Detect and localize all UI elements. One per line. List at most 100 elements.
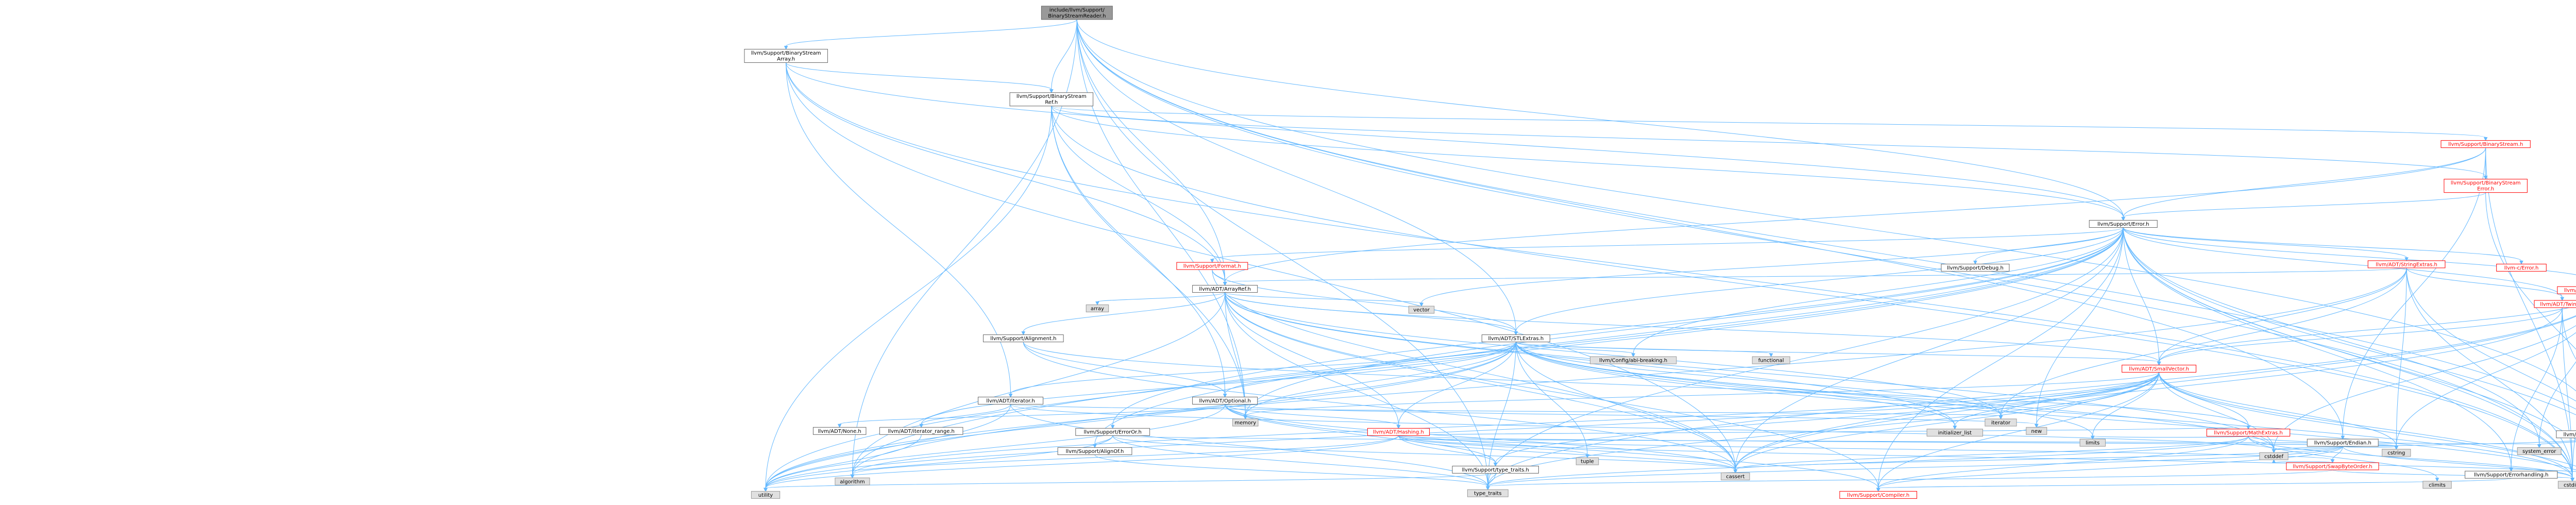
edge-bsa-to-bsr: [786, 62, 1054, 93]
edge-swap-to-cstddef: [2272, 459, 2333, 463]
node-emang[interactable]: llvm/Support/Errorhandling.h: [2465, 470, 2558, 479]
edge-aof-to-typetraits: [1094, 454, 1490, 491]
edge-root-to-string: [1076, 19, 2576, 410]
node-label-stlx: llvm/ADT/STLExtras.h: [1488, 336, 1544, 342]
node-cfg[interactable]: llvm/Config/abi-breaking.h: [1589, 356, 1677, 364]
node-array[interactable]: array: [1086, 304, 1109, 312]
node-box-syserr: [2517, 447, 2562, 455]
edge-ros-to-small: [2157, 306, 2576, 366]
node-iter[interactable]: llvm/ADT/iterator.h: [978, 396, 1044, 405]
node-utility[interactable]: utility: [751, 491, 781, 499]
node-comp[interactable]: llvm/Support/Compiler.h: [1839, 491, 1918, 499]
node-vector[interactable]: vector: [1408, 306, 1435, 314]
node-cstddef[interactable]: cstddef: [2259, 452, 2289, 460]
node-box-bse: [2444, 179, 2528, 193]
edge-bse-to-err: [2121, 192, 2486, 221]
edge-stlx-to-small: [1515, 342, 2161, 366]
node-endian[interactable]: llvm/Support/Endian.h: [2307, 439, 2379, 447]
node-label-dbg: llvm/Support/Debug.h: [1947, 265, 2004, 271]
node-opt[interactable]: llvm/ADT/Optional.h: [1192, 396, 1258, 405]
edge-bs-to-aref: [1223, 147, 2486, 286]
node-none[interactable]: llvm/ADT/None.h: [812, 427, 867, 435]
node-aref[interactable]: llvm/ADT/ArrayRef.h: [1192, 285, 1258, 293]
node-box-iterator: [1985, 418, 2017, 427]
node-label-func: functional: [1758, 358, 1784, 364]
node-label-new: new: [2031, 429, 2042, 434]
node-label-bse: Error.h: [2477, 187, 2494, 192]
node-label-opt: llvm/ADT/Optional.h: [1199, 398, 1250, 404]
node-err[interactable]: llvm/Support/Error.h: [2089, 220, 2158, 228]
node-syserr[interactable]: system_error: [2517, 447, 2562, 455]
edge-err-to-syserr: [2123, 227, 2541, 448]
edge-bse-to-string: [2485, 192, 2576, 350]
node-align[interactable]: llvm/Support/Alignment.h: [983, 334, 1064, 343]
node-mathx[interactable]: llvm/Support/MathExtras.h: [2206, 429, 2291, 437]
node-box-fmt: [1176, 262, 1248, 270]
node-typetraits[interactable]: type_traits: [1467, 489, 1509, 497]
node-label-algo: algorithm: [840, 479, 865, 485]
node-dbg[interactable]: llvm/Support/Debug.h: [1941, 263, 2010, 272]
node-new[interactable]: new: [2026, 427, 2047, 435]
node-hash[interactable]: llvm/ADT/Hashing.h: [1367, 428, 1430, 436]
node-cstring[interactable]: cstring: [2382, 449, 2411, 457]
node-strx[interactable]: llvm/ADT/StringExtras.h: [2367, 260, 2446, 268]
node-algo[interactable]: algorithm: [835, 477, 870, 485]
node-box-memory: [1232, 418, 1259, 427]
node-box-strx: [2367, 260, 2446, 268]
node-box-swap: [2286, 462, 2379, 470]
node-box-mathx: [2206, 429, 2291, 437]
node-climits[interactable]: climits: [2422, 481, 2452, 489]
edge-err-to-fmt: [1210, 227, 2124, 263]
node-memory[interactable]: memory: [1232, 418, 1259, 427]
node-tuple[interactable]: tuple: [1575, 457, 1599, 465]
node-root[interactable]: include/llvm/Support/BinaryStreamReader.…: [1041, 6, 1113, 20]
edge-cvt-to-syserr: [2537, 441, 2576, 448]
edge-tt-to-utility: [764, 473, 1496, 492]
node-iterator[interactable]: iterator: [1985, 418, 2017, 427]
node-box-hash: [1367, 428, 1430, 436]
node-cassert[interactable]: cassert: [1721, 472, 1750, 480]
edge-err-to-aof: [1093, 227, 2124, 448]
node-box-utility: [751, 491, 781, 499]
edge-small-to-cstddef: [2159, 372, 2276, 453]
edge-err-to-typetraits: [1486, 227, 2124, 491]
edge-hash-to-tt: [1398, 435, 1498, 467]
edge-eor-to-aof: [1093, 435, 1113, 448]
node-label-root: include/llvm/Support/: [1049, 7, 1105, 13]
node-box-emang: [2465, 470, 2558, 479]
edge-err-to-small: [2123, 227, 2161, 366]
node-stlx[interactable]: llvm/ADT/STLExtras.h: [1481, 334, 1550, 343]
node-func[interactable]: functional: [1752, 356, 1790, 364]
edge-tt-to-typetraits: [1486, 473, 1496, 491]
node-cvt[interactable]: llvm/Support/ConvertUTF.h: [2556, 430, 2576, 439]
node-small[interactable]: llvm/ADT/SmallVector.h: [2122, 364, 2196, 373]
node-cerr[interactable]: llvm-c/Error.h: [2496, 263, 2547, 272]
node-twine[interactable]: llvm/ADT/Twine.h: [2534, 300, 2576, 308]
node-label-cfg: llvm/Config/abi-breaking.h: [1599, 358, 1667, 364]
node-box-cstdint: [2557, 481, 2576, 489]
edge-hash-to-mathx: [1398, 426, 2250, 436]
node-box-cstddef: [2259, 452, 2289, 460]
edge-emang-to-comp: [1876, 478, 2512, 492]
node-tt[interactable]: llvm/Support/type_traits.h: [1452, 465, 1539, 474]
node-cstdint[interactable]: cstdint: [2557, 481, 2576, 489]
node-eor[interactable]: llvm/Support/ErrorOr.h: [1075, 428, 1150, 436]
node-irange[interactable]: llvm/ADT/iterator_range.h: [879, 427, 963, 435]
node-label-array: array: [1091, 306, 1104, 312]
node-limits[interactable]: limits: [2079, 439, 2106, 447]
node-fmt[interactable]: llvm/Support/Format.h: [1176, 262, 1248, 270]
node-label-utility: utility: [758, 493, 773, 498]
edge-small-to-tt: [1493, 372, 2160, 467]
edge-aref-to-array: [1095, 292, 1226, 306]
node-aof[interactable]: llvm/Support/AlignOf.h: [1057, 447, 1132, 455]
node-swap[interactable]: llvm/Support/SwapByteOrder.h: [2286, 462, 2379, 470]
node-ros[interactable]: llvm/Support/raw_ostream.h: [2557, 286, 2576, 294]
node-label-ros: llvm/Support/raw_ostream.h: [2564, 288, 2576, 294]
node-ilist[interactable]: initializer_list: [1926, 429, 1984, 437]
edge-endian-to-cstddef: [2272, 446, 2343, 453]
node-bs[interactable]: llvm/Support/BinaryStream.h: [2441, 140, 2531, 148]
edge-err-to-utility: [764, 227, 2124, 492]
